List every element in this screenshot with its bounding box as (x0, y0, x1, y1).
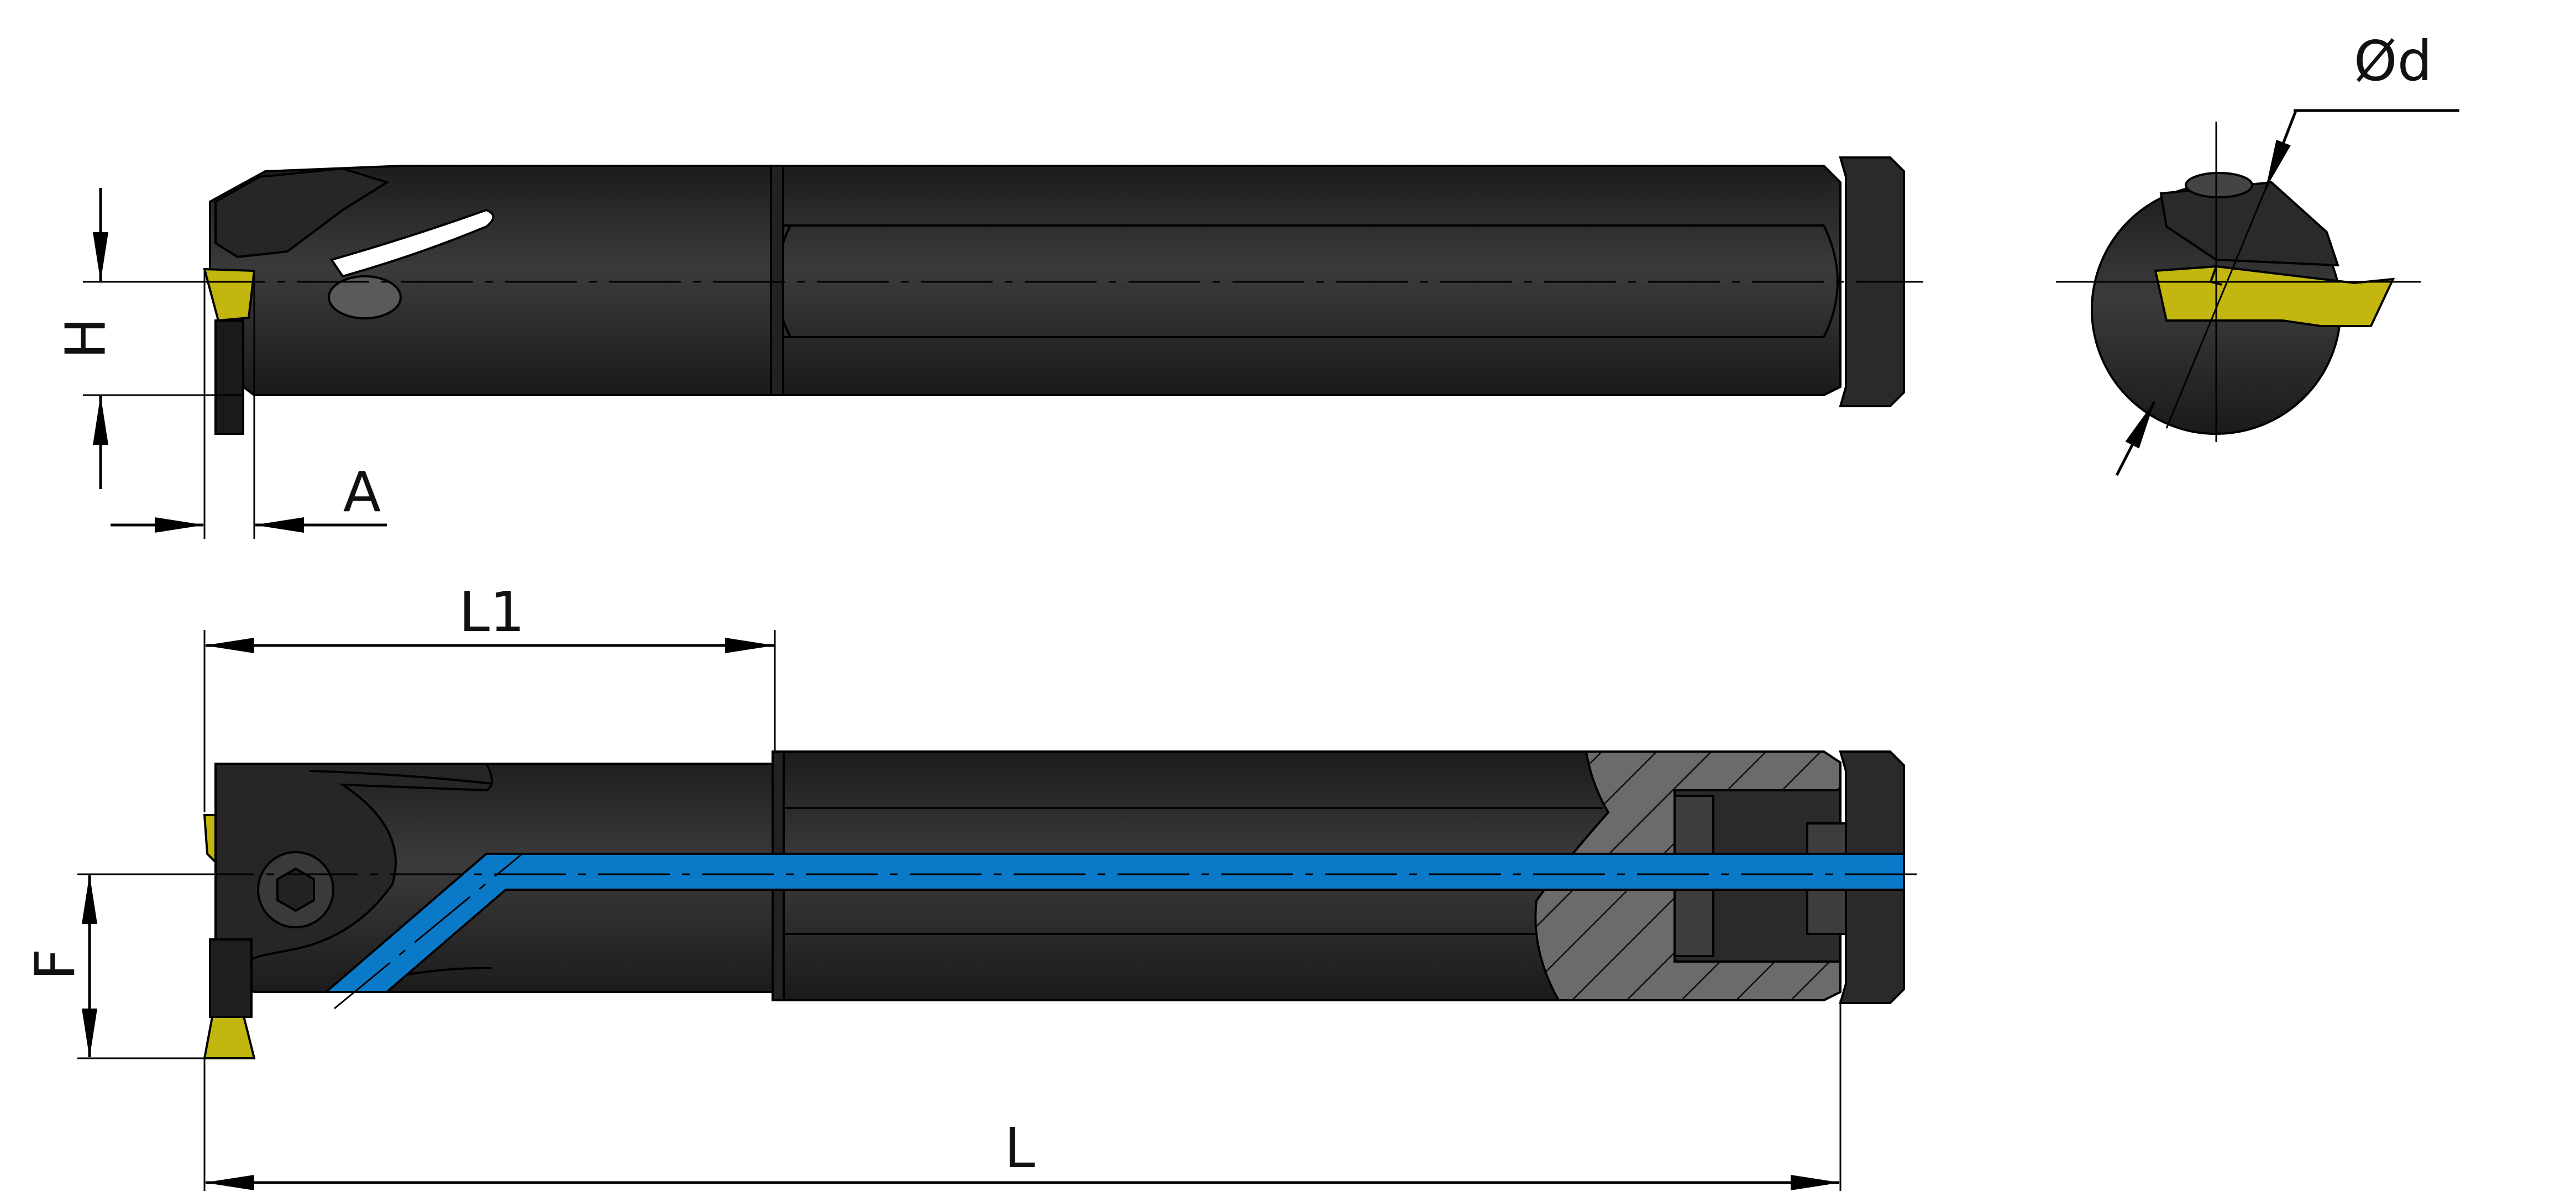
top-blade-stem (214, 319, 244, 435)
dim-d-diameter-line (2165, 187, 2267, 429)
top-coolant-slot (329, 208, 495, 278)
dim-H: H (54, 188, 243, 489)
bottom-head-rim-upper (309, 770, 492, 785)
top-head-clamp (214, 167, 390, 259)
dim-A-label: A (343, 460, 381, 524)
dim-H-label: H (54, 317, 118, 359)
dim-F-label: F (23, 948, 88, 980)
bottom-coolant-centerline (334, 853, 523, 1010)
bottom-insert-top (203, 814, 217, 865)
bottom-insert-holder (209, 938, 253, 1018)
dim-L-label: L (1004, 1116, 1035, 1180)
end-view-screw (2185, 172, 2253, 198)
top-coolant-outlet (328, 275, 402, 319)
dim-L: L (203, 1000, 1842, 1191)
bottom-insert (203, 1013, 256, 1059)
dim-L1: L1 (203, 580, 776, 812)
dim-A: A (111, 271, 387, 539)
dim-d: Ød (2115, 29, 2459, 476)
top-side-view (193, 156, 1923, 435)
end-view-insert (2154, 265, 2395, 327)
dim-d-arrow-top (2264, 109, 2298, 189)
bottom-coolant-channel (323, 853, 1905, 993)
dim-d-arrow-bottom (2115, 401, 2156, 476)
dim-L1-label: L1 (459, 580, 524, 644)
dim-F: F (23, 873, 254, 1059)
bottom-clamp-screw-hex (276, 867, 315, 912)
end-view (2056, 122, 2421, 442)
top-shank-body (209, 165, 1842, 396)
dim-d-label: Ød (2354, 29, 2432, 93)
top-shank-step (770, 165, 784, 396)
top-insert (203, 267, 256, 322)
bottom-section-view (182, 750, 1929, 1059)
